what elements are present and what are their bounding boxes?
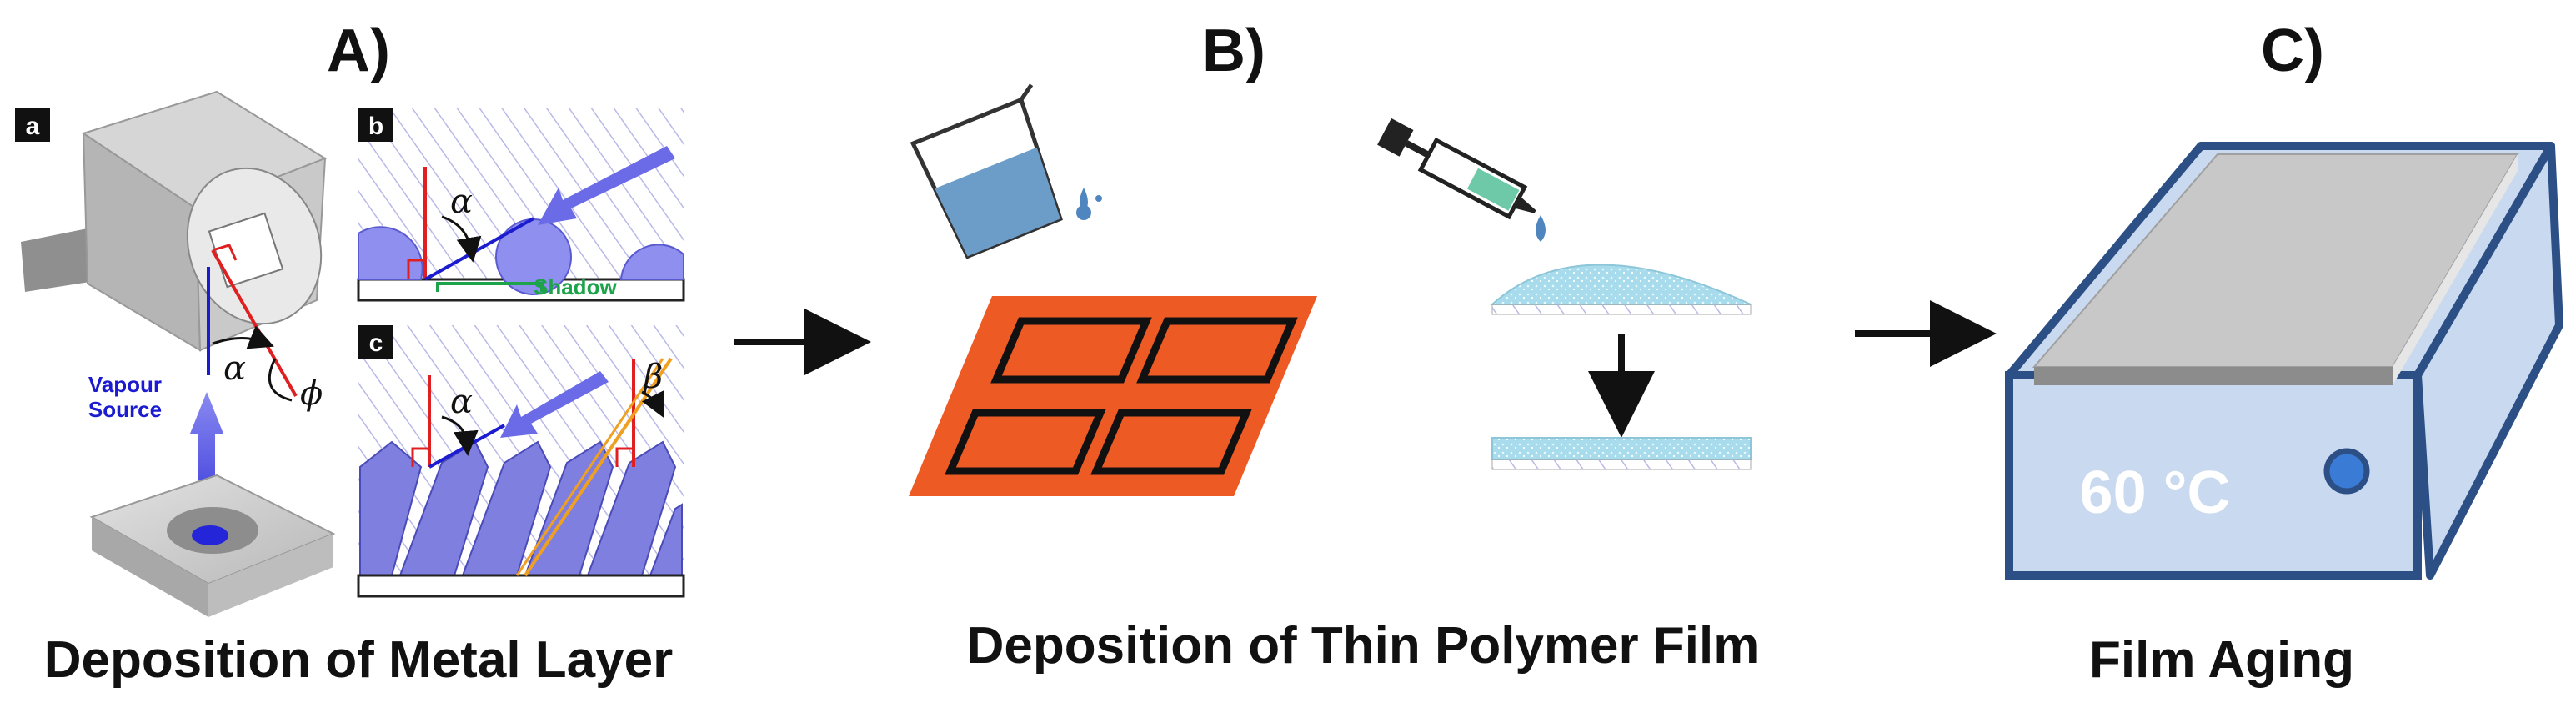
right-angle-mark-c-left bbox=[411, 447, 429, 467]
shadow-bracket bbox=[436, 282, 544, 292]
alpha-arc-c bbox=[441, 415, 479, 456]
beta-label: β bbox=[642, 358, 663, 396]
right-angle-mark-a bbox=[212, 244, 238, 261]
syringe bbox=[1377, 118, 1536, 220]
beaker bbox=[910, 83, 1063, 259]
subpanel-b: b α Shadow bbox=[357, 108, 685, 302]
subpanel-c-label-box bbox=[358, 325, 393, 359]
syringe-plunger-rod bbox=[1405, 140, 1431, 158]
panel-b-title: B) bbox=[1202, 18, 1265, 84]
subpanel-a: a α ϕ Vapour Source bbox=[15, 90, 336, 617]
thin-polymer-film bbox=[1491, 437, 1752, 460]
syringe-drop bbox=[1536, 215, 1546, 242]
beaker-liquid bbox=[935, 147, 1060, 257]
vapour-source-pool bbox=[192, 525, 228, 545]
alpha-label-a: α bbox=[223, 349, 246, 388]
particle-right bbox=[619, 244, 684, 280]
subpanel-a-label: a bbox=[26, 113, 40, 140]
syringe-plunger-end bbox=[1377, 118, 1414, 157]
pour-drop-3 bbox=[1095, 195, 1102, 202]
vapour-label-line2: Source bbox=[88, 397, 162, 422]
subpanel-c: c α β bbox=[357, 325, 685, 598]
pour-drop-2 bbox=[1076, 205, 1091, 220]
shadow-label: Shadow bbox=[534, 274, 617, 299]
source-block-right bbox=[208, 534, 333, 617]
alpha-label-b: α bbox=[450, 183, 473, 221]
right-angle-mark-c-right bbox=[615, 447, 634, 467]
alpha-label-c: α bbox=[450, 383, 473, 421]
subpanel-a-label-box bbox=[15, 108, 50, 142]
beaker-spout bbox=[1019, 83, 1034, 102]
heated-plate-edge bbox=[2034, 367, 2393, 385]
beta-arc bbox=[641, 389, 664, 419]
patterned-substrate bbox=[909, 296, 1317, 496]
panel-a-caption: Deposition of Metal Layer bbox=[44, 631, 673, 689]
syringe-liquid bbox=[1466, 168, 1520, 211]
panel-c-title: C) bbox=[2261, 18, 2324, 84]
electrode-window-2 bbox=[1136, 317, 1298, 384]
vapour-label-line1: Vapour bbox=[88, 372, 162, 397]
flux-arrow-b bbox=[538, 146, 675, 225]
alpha-arc-b bbox=[441, 215, 482, 263]
particle-left bbox=[358, 226, 423, 280]
tilt-line-red bbox=[211, 249, 298, 397]
film-substrate bbox=[1491, 459, 1752, 470]
dome-substrate bbox=[1491, 304, 1752, 315]
syringe-tip bbox=[1513, 196, 1536, 213]
electrode-window-4 bbox=[1090, 409, 1252, 475]
temperature-label: 60 °C bbox=[2080, 459, 2231, 526]
electrode-window-3 bbox=[945, 409, 1106, 475]
phi-label: ϕ bbox=[300, 374, 323, 413]
panel-b-caption: Deposition of Thin Polymer Film bbox=[967, 617, 1760, 675]
phi-rotation-arc bbox=[268, 358, 293, 402]
source-block-left bbox=[92, 517, 208, 617]
subpanel-b-label-box bbox=[358, 108, 393, 142]
flux-arrow-c bbox=[500, 371, 609, 438]
control-knob bbox=[2323, 448, 2370, 495]
panel-c-caption: Film Aging bbox=[2089, 631, 2354, 689]
orange-substrate bbox=[909, 296, 1317, 496]
hot-plate: 60 °C bbox=[2005, 142, 2563, 580]
polymer-dome bbox=[1490, 264, 1752, 305]
hotplate-side bbox=[2413, 142, 2563, 580]
column-tilt-line-2 bbox=[515, 358, 664, 576]
heated-plate-side-edge bbox=[2393, 154, 2518, 385]
panel-a-title: A) bbox=[327, 18, 390, 84]
electrode-window-1 bbox=[990, 317, 1152, 384]
subpanel-b-label: b bbox=[368, 113, 383, 140]
subpanel-c-label: c bbox=[369, 329, 383, 357]
right-angle-mark-b bbox=[407, 259, 425, 279]
alpha-arc-a bbox=[212, 325, 274, 349]
subpanel-c-substrate bbox=[357, 574, 685, 598]
